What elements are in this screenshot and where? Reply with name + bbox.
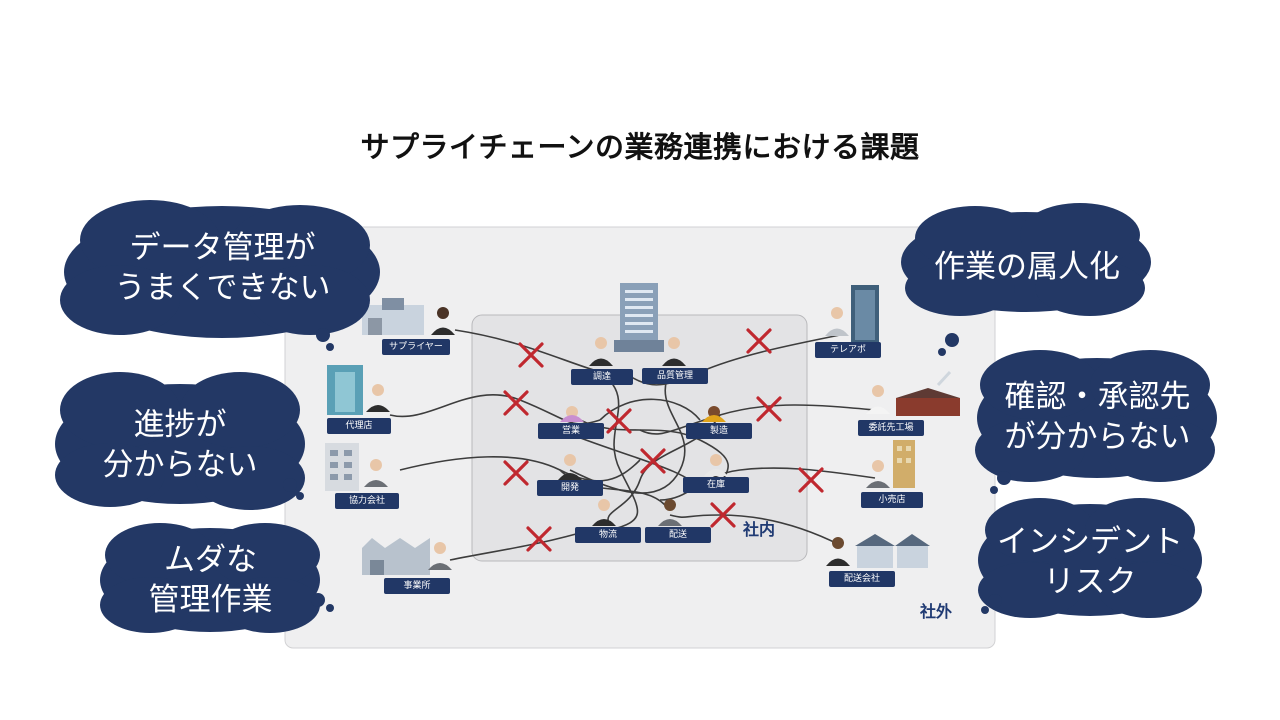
person-icon xyxy=(704,454,728,476)
issue-line: 確認・承認先 xyxy=(1004,379,1191,415)
issue-line: 管理作業 xyxy=(148,582,273,618)
hq-building-icon xyxy=(614,283,664,352)
cross-icon xyxy=(798,467,824,493)
person-icon xyxy=(658,499,682,526)
issue-line: 進捗が xyxy=(133,407,227,443)
person-icon xyxy=(866,460,890,488)
bubble-left-1 xyxy=(60,200,380,351)
cross-icon xyxy=(710,502,736,528)
broken-link-markers xyxy=(503,328,824,552)
bubble-left-2 xyxy=(55,372,305,510)
issue-line: うまくできない xyxy=(114,270,331,306)
role-label: 調達 xyxy=(571,369,633,385)
bubble-right-3 xyxy=(978,498,1202,618)
internal-zone-label: 社内 xyxy=(743,520,776,539)
shop-building-icon xyxy=(893,440,915,488)
cross-icon xyxy=(606,408,632,434)
apartment-building-icon xyxy=(325,443,359,491)
issue-bubbles xyxy=(55,200,1217,633)
role-label: 配送 xyxy=(645,527,711,543)
person-icon xyxy=(364,459,388,487)
role-label: 在庫 xyxy=(683,477,749,493)
role-label: 営業 xyxy=(538,423,604,439)
cross-icon xyxy=(640,448,666,474)
issue-incident-risk: インシデント リスク xyxy=(990,522,1190,602)
cross-icon xyxy=(756,396,782,422)
role-label: 品質管理 xyxy=(642,368,708,384)
cross-icon xyxy=(746,328,772,354)
party-label: 事業所 xyxy=(384,578,450,594)
party-label: 委託先工場 xyxy=(858,420,924,436)
cross-icon xyxy=(503,460,529,486)
person-icon xyxy=(431,307,455,335)
external-zone-label: 社外 xyxy=(920,602,953,621)
party-label: 協力会社 xyxy=(335,493,399,509)
issue-data-management: データ管理が うまくできない xyxy=(100,228,345,308)
glass-tower-icon xyxy=(851,285,879,343)
person-icon xyxy=(866,385,890,414)
issue-line: が分からない xyxy=(1004,419,1191,455)
issue-person-dependency: 作業の属人化 xyxy=(917,247,1137,287)
party-label: サプライヤー xyxy=(382,339,450,355)
delivery-depot-icon xyxy=(855,534,930,568)
cross-icon xyxy=(518,342,544,368)
cross-icon xyxy=(526,526,552,552)
party-label: テレアポ xyxy=(815,342,881,358)
cross-icon xyxy=(503,390,529,416)
person-icon xyxy=(702,406,726,422)
person-icon xyxy=(428,542,452,570)
person-icon xyxy=(589,337,613,366)
issue-line: 分からない xyxy=(102,447,258,483)
warehouse-icon xyxy=(362,298,424,335)
issue-line: ムダな xyxy=(164,542,257,578)
issue-line: データ管理が xyxy=(129,230,316,266)
people-icons xyxy=(364,307,890,570)
person-icon xyxy=(825,307,849,336)
bubble-left-3 xyxy=(100,523,334,633)
issue-line: 作業の属人化 xyxy=(934,249,1120,285)
slide-title: サプライチェーンの業務連携における課題 xyxy=(360,130,920,164)
issue-wasteful-management: ムダな 管理作業 xyxy=(118,540,303,620)
issue-approval-unknown: 確認・承認先 が分からない xyxy=(985,377,1210,457)
person-icon xyxy=(560,406,584,422)
office-tower-icon xyxy=(327,365,363,415)
factory-icon xyxy=(362,538,430,575)
role-label: 開発 xyxy=(537,480,603,496)
issue-line: インシデント xyxy=(997,524,1183,560)
person-icon xyxy=(826,537,850,566)
issue-progress: 進捗が 分からない xyxy=(80,405,280,485)
person-icon xyxy=(662,337,686,366)
party-label: 小売店 xyxy=(861,492,923,508)
bubble-right-1 xyxy=(901,203,1151,356)
role-label: 製造 xyxy=(686,423,752,439)
brick-factory-icon xyxy=(896,370,960,416)
party-label: 代理店 xyxy=(327,418,391,434)
role-label: 物流 xyxy=(575,527,641,543)
person-icon xyxy=(366,384,390,412)
bubble-right-2 xyxy=(975,350,1217,494)
person-icon xyxy=(558,454,582,480)
issue-line: リスク xyxy=(1043,564,1137,600)
person-icon xyxy=(592,499,616,526)
party-label: 配送会社 xyxy=(829,571,895,587)
